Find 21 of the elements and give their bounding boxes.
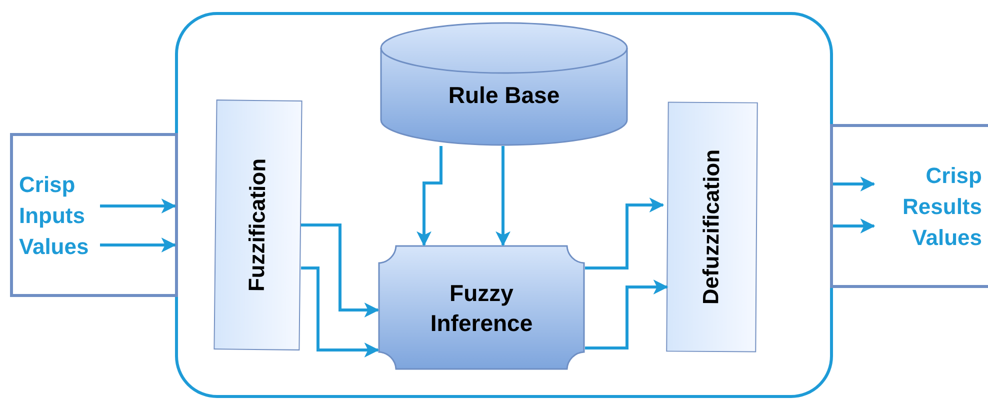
database-label: Rule Base [448,81,560,110]
arrow [833,218,876,234]
input-box [10,133,178,297]
arrow [301,224,380,318]
arrow [301,266,380,358]
process-panel [666,102,758,352]
arrow [100,198,176,214]
output-label: Crisp Results Values [902,162,982,252]
arrow [585,198,664,270]
output-box [830,124,988,288]
arrow [100,238,176,252]
panel-label: Defuzzification [698,149,726,305]
arrow [585,280,668,350]
arrow [496,146,510,246]
process-label: Fuzzy Inference [429,278,534,338]
input-label: Crisp Inputs Values [19,170,90,260]
arrow [833,176,876,192]
arrow [416,146,442,246]
system-frame [175,12,833,398]
panel-label: Fuzzification [244,158,272,292]
process-panel [214,100,302,350]
